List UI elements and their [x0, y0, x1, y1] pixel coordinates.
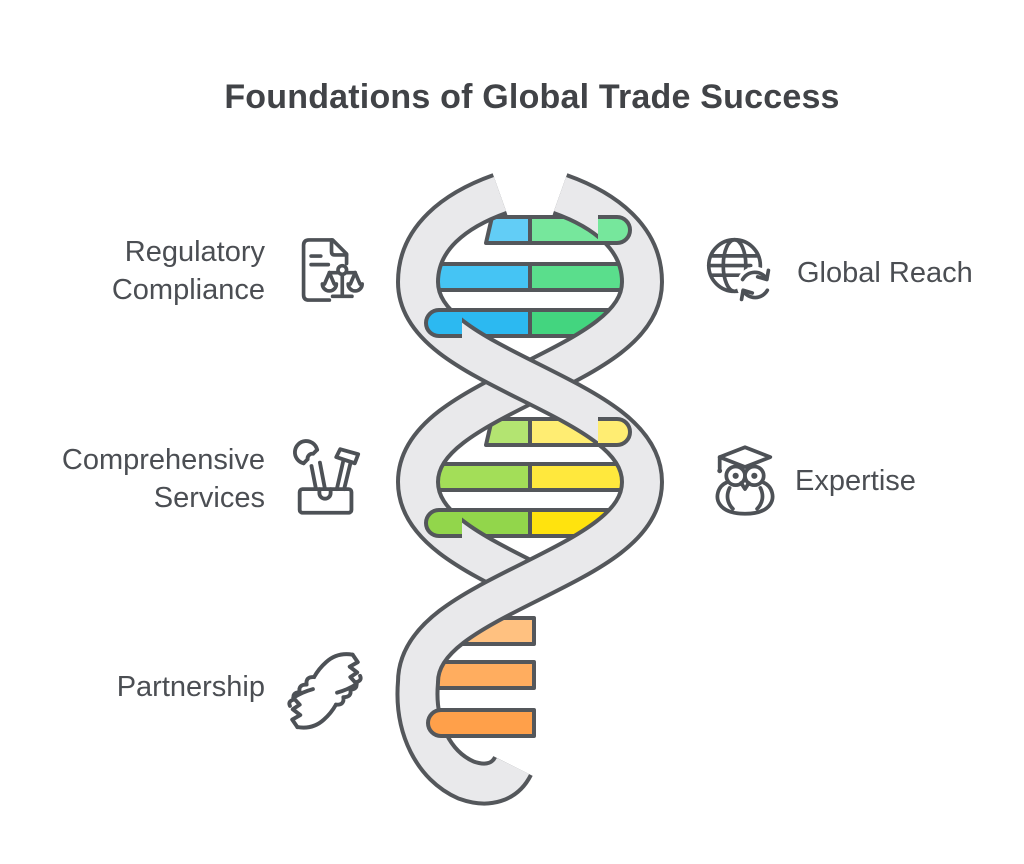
document-scales-icon — [281, 226, 367, 314]
rung9-orange — [426, 708, 536, 738]
label-global-reach: Global Reach — [797, 257, 973, 289]
dna-rung-group-bottom — [412, 616, 536, 738]
rung3-left — [424, 308, 532, 338]
rung1-right-cap — [598, 217, 630, 243]
rung9-left-cap — [428, 710, 464, 736]
graduate-owl-icon — [701, 432, 789, 524]
rung6-left — [424, 508, 532, 538]
dna-strand-right — [395, 173, 665, 602]
dna-rung-caps-overlay — [424, 215, 632, 738]
label-comprehensive-services: Comprehensive Services — [61, 444, 265, 514]
rung5-left — [412, 462, 532, 492]
rung8-orange — [412, 660, 536, 690]
rung3-right — [528, 308, 644, 338]
rung6-right — [528, 508, 644, 538]
label-partnership: Partnership — [116, 671, 265, 703]
rung7-orange — [446, 616, 536, 646]
rung4-right — [528, 417, 632, 447]
rung2-left — [412, 262, 532, 292]
page-title: Foundations of Global Trade Success — [224, 78, 840, 116]
dna-rung-group-middle — [412, 417, 652, 538]
rung5-right — [528, 462, 652, 492]
dna-strand-left — [395, 173, 665, 806]
handshake-icon — [279, 640, 371, 736]
globe-sync-icon — [698, 228, 784, 316]
rung4-right-cap — [598, 419, 630, 445]
toolbox-icon — [279, 434, 371, 524]
rung2-right — [528, 262, 652, 292]
rung3-left-cap — [426, 310, 462, 336]
rung4-left — [484, 417, 532, 447]
dna-rung-group-top — [412, 215, 652, 338]
label-regulatory-compliance: Regulatory Compliance — [111, 236, 265, 306]
label-expertise: Expertise — [795, 465, 916, 497]
rung1-left — [484, 215, 532, 245]
rung6-left-cap — [426, 510, 462, 536]
rung1-right — [528, 215, 632, 245]
